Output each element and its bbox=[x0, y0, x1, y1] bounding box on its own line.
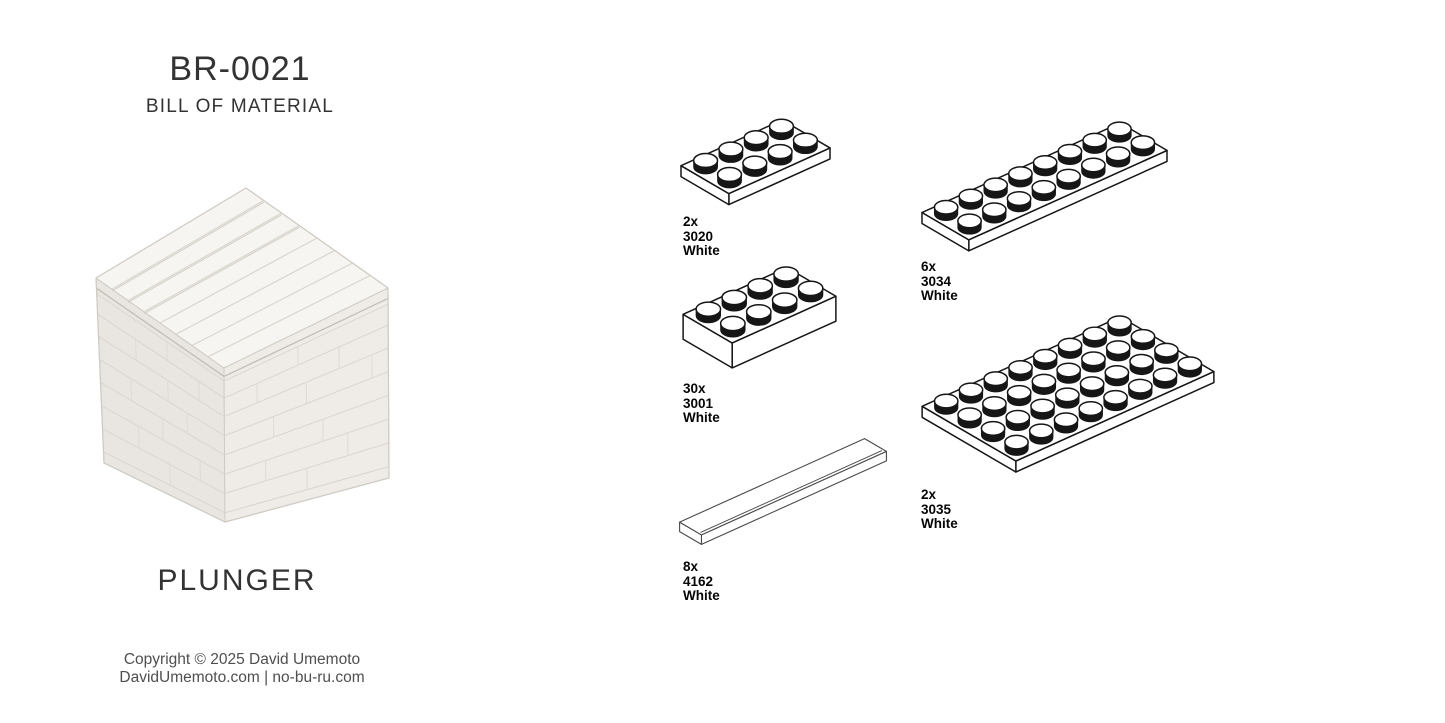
part-label-4162: 8x 4162 White bbox=[683, 559, 720, 604]
part-drawing-3001 bbox=[682, 266, 837, 369]
part-drawing-3035 bbox=[921, 315, 1215, 473]
part-color: White bbox=[683, 243, 720, 259]
part-color: White bbox=[683, 410, 720, 426]
part-qty: 2x bbox=[921, 487, 937, 502]
page-subtitle: BILL OF MATERIAL bbox=[145, 96, 335, 117]
part-color: White bbox=[921, 288, 958, 304]
footer-copyright: Copyright © 2025 David Umemoto DavidUmem… bbox=[62, 651, 422, 687]
part-label-3001: 30x 3001 White bbox=[683, 381, 720, 426]
part-number: 3035 bbox=[921, 501, 952, 517]
part-color: White bbox=[921, 516, 958, 532]
model-name: PLUNGER bbox=[157, 564, 317, 597]
part-color: White bbox=[683, 588, 720, 604]
copyright-line2: DavidUmemoto.com | no-bu-ru.com bbox=[119, 669, 365, 686]
part-drawing-3020 bbox=[680, 118, 831, 206]
part-qty: 8x bbox=[683, 559, 699, 574]
part-label-3034: 6x 3034 White bbox=[921, 259, 958, 304]
part-label-3020: 2x 3020 White bbox=[683, 214, 720, 259]
part-number: 4162 bbox=[683, 573, 714, 589]
part-qty: 30x bbox=[683, 381, 706, 396]
part-drawing-4162 bbox=[679, 438, 887, 545]
copyright-line1: Copyright © 2025 David Umemoto bbox=[123, 651, 361, 668]
title-block: BR-0021 BILL OF MATERIAL bbox=[90, 50, 390, 118]
part-qty: 2x bbox=[683, 214, 699, 229]
part-qty: 6x bbox=[921, 259, 937, 274]
part-number: 3020 bbox=[683, 228, 714, 244]
part-drawing-3034 bbox=[921, 121, 1168, 252]
part-number: 3001 bbox=[683, 395, 714, 411]
page-title: BR-0021 bbox=[169, 50, 311, 88]
part-number: 3034 bbox=[921, 273, 952, 289]
model-render-plunger-cube bbox=[95, 187, 390, 523]
part-label-3035: 2x 3035 White bbox=[921, 487, 958, 532]
